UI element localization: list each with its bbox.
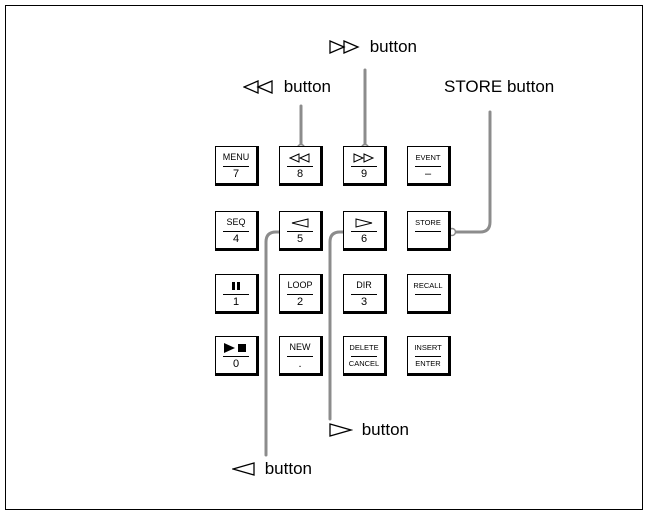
key-new[interactable]: NEW . — [279, 336, 323, 376]
callout-rew-button: button — [242, 77, 331, 97]
key-menu-7[interactable]: MENU 7 — [215, 146, 259, 186]
key-dir-3[interactable]: DIR 3 — [343, 274, 387, 314]
left-triangle-icon — [291, 217, 309, 228]
key-seq-4[interactable]: SEQ 4 — [215, 211, 259, 251]
key-play-stop-0[interactable]: 0 — [215, 336, 259, 376]
callout-right-button: button — [329, 420, 409, 440]
diagram-frame — [5, 5, 643, 510]
key-fast-forward-9[interactable]: 9 — [343, 146, 387, 186]
key-left-5[interactable]: 5 — [279, 211, 323, 251]
key-event[interactable]: EVENT – — [407, 146, 451, 186]
rewind-icon — [288, 152, 310, 163]
pause-icon — [232, 281, 240, 290]
play-stop-icon — [224, 342, 246, 353]
key-pause-1[interactable]: 1 — [215, 274, 259, 314]
key-recall[interactable]: RECALL — [407, 274, 451, 314]
callout-left-button: button — [230, 459, 312, 479]
fast-forward-icon — [329, 40, 360, 54]
key-store[interactable]: STORE — [407, 211, 451, 251]
right-triangle-icon — [355, 217, 373, 228]
key-delete-cancel[interactable]: DELETE CANCEL — [343, 336, 387, 376]
key-insert-enter[interactable]: INSERT ENTER — [407, 336, 451, 376]
key-rewind-8[interactable]: 8 — [279, 146, 323, 186]
key-loop-2[interactable]: LOOP 2 — [279, 274, 323, 314]
fast-forward-icon — [353, 152, 375, 163]
key-right-6[interactable]: 6 — [343, 211, 387, 251]
callout-ff-button: button — [329, 37, 417, 57]
right-triangle-icon — [329, 423, 354, 437]
rewind-icon — [242, 80, 273, 94]
callout-store-button: STORE button — [444, 77, 555, 96]
left-triangle-icon — [230, 462, 255, 476]
